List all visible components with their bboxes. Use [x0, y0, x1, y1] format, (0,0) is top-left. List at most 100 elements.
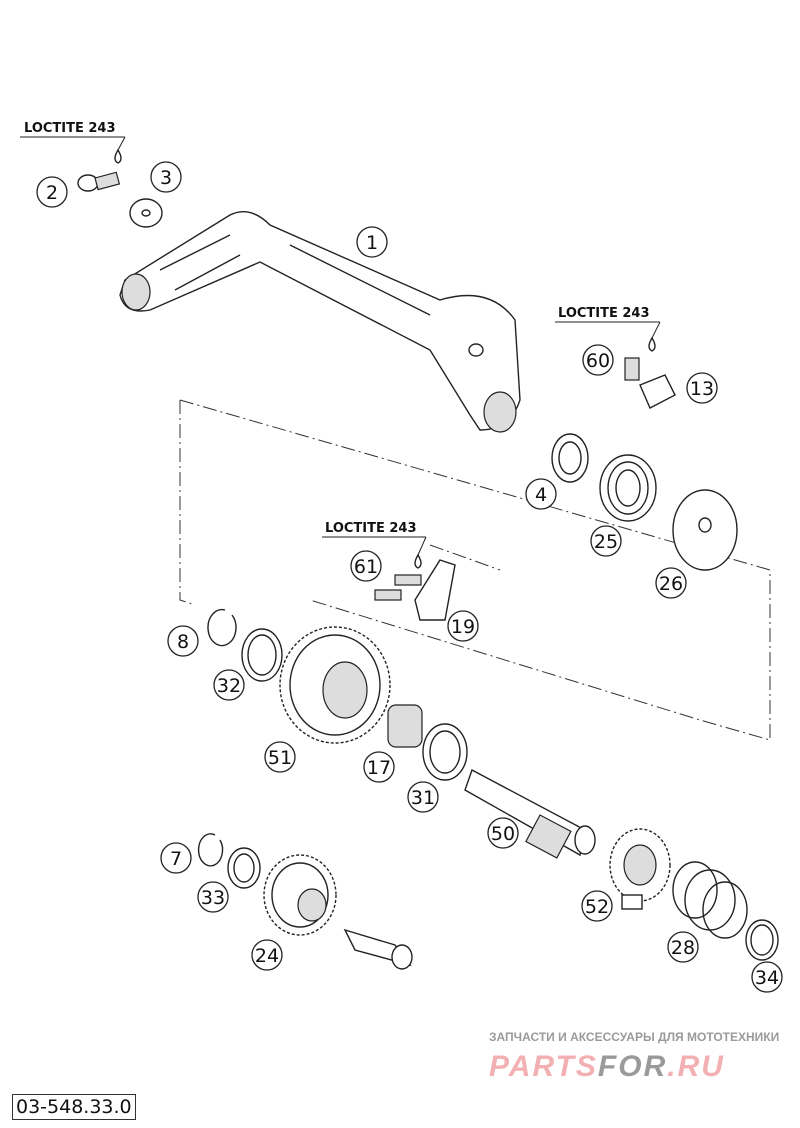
callout-circle — [251, 939, 283, 971]
callout-31: 31 — [407, 781, 439, 813]
callout-number: 50 — [491, 823, 515, 845]
callout-number: 2 — [46, 182, 58, 204]
screw-2 — [77, 171, 121, 192]
pin — [343, 928, 413, 970]
callout-number: 52 — [585, 896, 609, 918]
callout-number: 7 — [170, 848, 182, 870]
callout-2: 2 — [36, 176, 68, 208]
callout-circle — [197, 881, 229, 913]
loctite-label: LOCTITE 243 — [322, 521, 427, 556]
svg-text:LOCTITE 243: LOCTITE 243 — [558, 306, 650, 321]
callout-circle — [167, 625, 199, 657]
loctite-drop-icon — [414, 553, 422, 569]
spring-25 — [599, 454, 657, 522]
callout-number: 8 — [177, 631, 189, 653]
circlip-7 — [197, 833, 224, 867]
callout-number: 17 — [367, 757, 391, 779]
svg-text:LOCTITE 243: LOCTITE 243 — [325, 521, 417, 536]
bearing-17 — [387, 704, 423, 748]
callout-19: 19 — [447, 610, 479, 642]
loctite-label: LOCTITE 243 — [20, 121, 126, 151]
callout-17: 17 — [363, 751, 395, 783]
callout-33: 33 — [197, 881, 229, 913]
loctite-drop-icon — [114, 148, 122, 164]
callout-circle — [407, 781, 439, 813]
callout-circle — [160, 842, 192, 874]
ratchet-52 — [609, 828, 671, 910]
loctite-drop-icon — [648, 336, 656, 352]
callout-34: 34 — [751, 961, 783, 993]
callout-number: 31 — [411, 787, 435, 809]
loctite-label: LOCTITE 243 — [555, 306, 661, 339]
callout-number: 33 — [201, 887, 225, 909]
callout-number: 61 — [354, 556, 378, 578]
callout-number: 1 — [366, 232, 378, 254]
bracket-13 — [639, 374, 676, 409]
watermark-logo-parts: PARTS — [489, 1050, 598, 1083]
callout-26: 26 — [655, 567, 687, 599]
callout-number: 51 — [268, 747, 292, 769]
callout-4: 4 — [525, 478, 557, 510]
callout-number: 34 — [755, 967, 779, 989]
callout-28: 28 — [667, 931, 699, 963]
callout-1: 1 — [356, 226, 388, 258]
callout-32: 32 — [213, 669, 245, 701]
callout-8: 8 — [167, 625, 199, 657]
callout-number: 19 — [451, 616, 475, 638]
callout-7: 7 — [160, 842, 192, 874]
callout-circle — [655, 567, 687, 599]
watermark-logo: PARTSFOR.RU — [489, 1050, 725, 1084]
watermark-logo-for: FOR — [597, 1050, 668, 1083]
callout-circle — [363, 751, 395, 783]
washer-31 — [422, 723, 468, 781]
callout-circle — [356, 226, 388, 258]
washer-3 — [129, 198, 163, 228]
callout-number: 32 — [217, 675, 241, 697]
screws-61 — [374, 574, 422, 601]
callout-circle — [36, 176, 68, 208]
callout-number: 28 — [671, 937, 695, 959]
plate-26 — [672, 489, 738, 571]
callout-number: 4 — [535, 484, 547, 506]
pawl-19 — [414, 559, 456, 621]
callout-3: 3 — [150, 161, 182, 193]
callout-number: 13 — [690, 378, 714, 400]
gear-24 — [263, 854, 337, 936]
callout-circle — [447, 610, 479, 642]
callout-circle — [487, 817, 519, 849]
callout-circle — [667, 931, 699, 963]
callout-circle — [751, 961, 783, 993]
kick-starter-lever — [119, 211, 521, 433]
washer-32 — [241, 628, 283, 682]
callout-circle — [590, 525, 622, 557]
callout-52: 52 — [581, 890, 613, 922]
callout-circle — [686, 372, 718, 404]
callout-circle — [581, 890, 613, 922]
callout-61: 61 — [350, 550, 382, 582]
callout-60: 60 — [582, 344, 614, 376]
gear-51 — [279, 626, 391, 744]
callout-24: 24 — [251, 939, 283, 971]
callout-number: 26 — [659, 573, 683, 595]
callout-circle — [264, 741, 296, 773]
callout-circle — [150, 161, 182, 193]
callout-25: 25 — [590, 525, 622, 557]
shaft-50 — [464, 768, 596, 859]
callout-number: 25 — [594, 531, 618, 553]
assembly-lines — [179, 399, 771, 741]
callout-51: 51 — [264, 741, 296, 773]
callout-circle — [213, 669, 245, 701]
callout-number: 3 — [160, 167, 172, 189]
screw-60 — [624, 357, 640, 381]
watermark-logo-ru: .RU — [667, 1050, 725, 1083]
circlip-8 — [207, 608, 237, 647]
callout-13: 13 — [686, 372, 718, 404]
spring-28 — [672, 861, 748, 939]
washer-33 — [227, 847, 261, 889]
svg-text:LOCTITE 243: LOCTITE 243 — [24, 121, 116, 136]
callout-circle — [350, 550, 382, 582]
washer-4 — [551, 433, 589, 483]
drawing-code: 03-548.33.0 — [12, 1094, 136, 1120]
callout-number: 24 — [255, 945, 279, 967]
